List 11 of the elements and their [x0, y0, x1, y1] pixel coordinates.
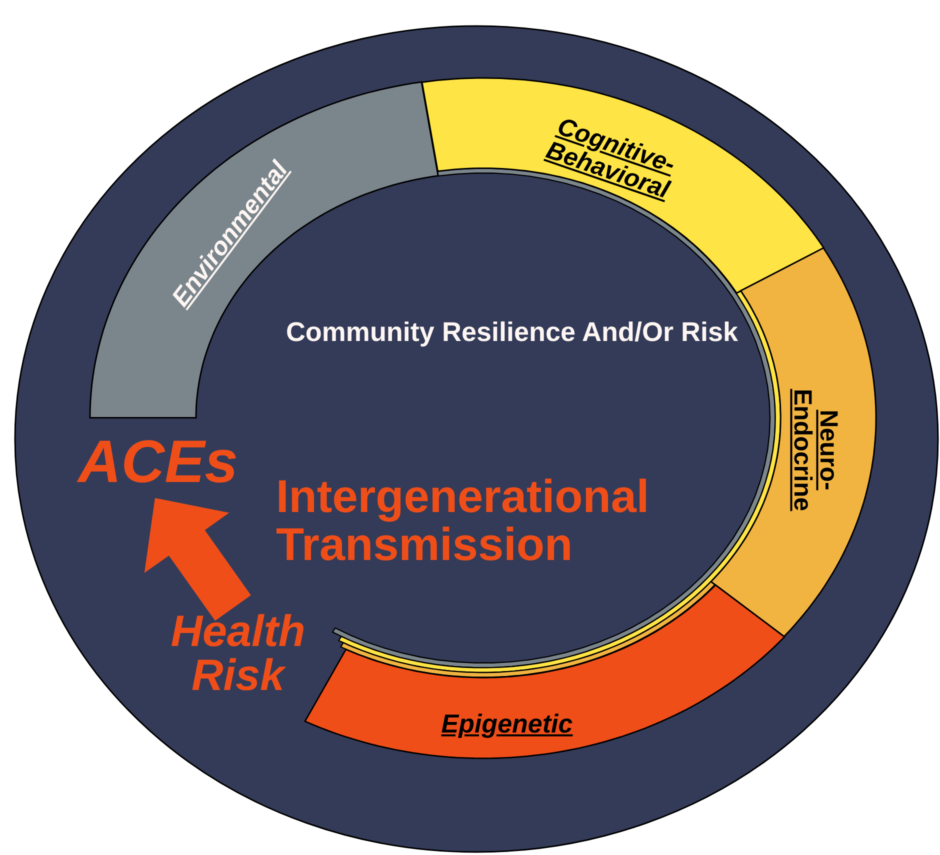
block-arrow: [144, 498, 251, 621]
emphasis-text: Health Risk: [170, 610, 306, 698]
ring-segment: [422, 78, 824, 294]
ring-segment: [90, 82, 438, 418]
segment-label: Neuro-Endocrine: [788, 388, 842, 514]
center-label: Community Resilience And/Or Risk: [284, 318, 740, 346]
segment-label: Epigenetic: [440, 710, 574, 738]
ring-segment: [304, 584, 784, 758]
emphasis-text: ACEs: [76, 432, 240, 492]
outer-ellipse: [14, 25, 939, 853]
caption-text: Intergenerational Transmission: [276, 472, 650, 569]
